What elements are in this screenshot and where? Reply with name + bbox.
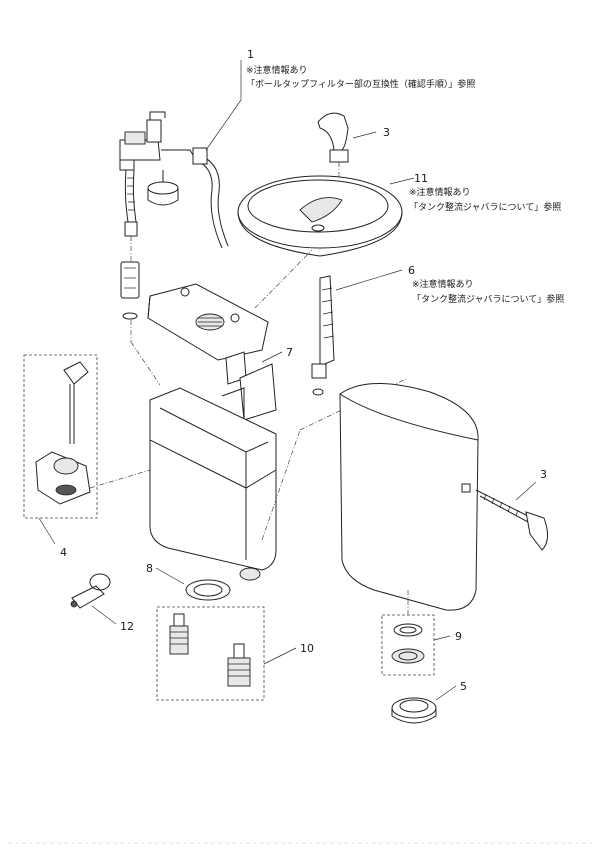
part-7-cover-block: 7 [221, 346, 293, 421]
part-12-knob: 12 [70, 573, 134, 633]
main-tank-body [149, 377, 409, 581]
part-9-packing-set: 9 [381, 614, 462, 676]
note-part-6-reference: 「タンク整流ジャバラについて」参照 [412, 293, 564, 305]
note-part-6-warning: ※注意情報あり [412, 278, 474, 290]
part-10-bolt-set: 10 [156, 606, 314, 701]
note-part-11-reference: 「タンク整流ジャバラについて」参照 [409, 201, 561, 213]
label-part-10: 10 [300, 642, 314, 655]
label-part-8: 8 [146, 562, 153, 575]
label-part-1: 1 [247, 48, 254, 61]
note-part-1-reference: 「ボールタップフィルター部の互換性（確認手順）」参照 [246, 78, 475, 90]
label-part-5: 5 [460, 680, 467, 693]
part-6-tank-bellows: 6 ※注意情報あり 「タンク整流ジャバラについて」参照 [311, 264, 564, 396]
label-part-7: 7 [286, 346, 293, 359]
label-part-3-top: 3 [383, 126, 390, 139]
part-11-tank-lid-bowl: 11 ※注意情報あり 「タンク整流ジャバラについて」参照 [237, 172, 561, 257]
note-part-11-warning: ※注意情報あり [409, 186, 471, 198]
part-3-lever-handle: 3 [475, 468, 548, 551]
part-1-ball-tap-valve: 1 ※注意情報あり 「ボールタップフィルター部の互換性（確認手順）」参照 [119, 48, 475, 262]
inner-tank-plate [147, 249, 313, 361]
label-part-12: 12 [120, 620, 134, 633]
part-4-flush-valve: 4 [23, 354, 151, 559]
label-part-11: 11 [414, 172, 428, 185]
note-part-1-warning: ※注意情報あり [246, 64, 308, 76]
part-8-gasket: 8 [146, 562, 231, 601]
part-5-base-ring: 5 [391, 680, 467, 724]
label-part-9: 9 [455, 630, 462, 643]
label-part-4: 4 [60, 546, 67, 559]
tank-outer-cover [339, 383, 479, 616]
label-part-6: 6 [408, 264, 415, 277]
part-3-spout: 3 [317, 112, 390, 190]
part-1-filter-strainer [120, 261, 161, 386]
label-part-3-side: 3 [540, 468, 547, 481]
